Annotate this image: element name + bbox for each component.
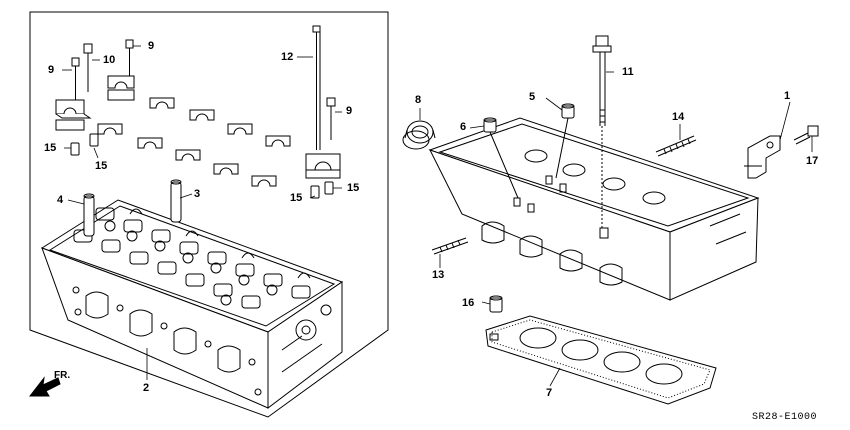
dowel-16 xyxy=(490,296,502,312)
callout-11: 11 xyxy=(622,66,634,78)
sleeves xyxy=(84,180,181,236)
head-gasket xyxy=(486,316,716,404)
cylinder-head xyxy=(42,200,342,408)
front-direction-arrow xyxy=(30,378,60,396)
callout-9-left: 9 xyxy=(48,64,55,76)
grommet xyxy=(403,121,435,149)
callout-15-c: 15 xyxy=(290,192,303,204)
camshaft-holders xyxy=(56,76,340,186)
stud-13 xyxy=(432,238,468,254)
callout-13: 13 xyxy=(432,269,445,281)
callout-6: 6 xyxy=(460,121,467,133)
callout-5: 5 xyxy=(529,91,536,103)
diagram-code: SR28-E1000 xyxy=(752,412,818,423)
bracket xyxy=(744,136,780,178)
dowel-pins xyxy=(71,134,333,198)
callout-17: 17 xyxy=(806,155,819,167)
callout-4: 4 xyxy=(57,194,64,206)
callout-9-right: 9 xyxy=(346,105,353,117)
callout-14: 14 xyxy=(672,111,685,123)
callout-10: 10 xyxy=(103,54,116,66)
stud-14 xyxy=(656,136,696,156)
callout-2: 2 xyxy=(143,382,150,394)
front-direction-label: FR. xyxy=(54,370,71,381)
head-cover-bolt xyxy=(593,36,611,228)
callout-3: 3 xyxy=(194,188,201,200)
callout-7: 7 xyxy=(546,387,553,399)
callout-16: 16 xyxy=(462,297,475,309)
leader-lines xyxy=(62,46,812,386)
callout-1: 1 xyxy=(784,90,791,102)
head-cover xyxy=(430,118,758,300)
callout-12: 12 xyxy=(281,51,294,63)
callout-15-d: 15 xyxy=(347,182,360,194)
cam-cap-bolts xyxy=(72,26,335,150)
callout-8: 8 xyxy=(415,94,422,106)
assembly-boundary-box xyxy=(30,12,388,417)
callout-9-top: 9 xyxy=(148,40,155,52)
callout-15-a: 15 xyxy=(44,142,57,154)
bolt-17 xyxy=(794,126,818,144)
seal-washers xyxy=(484,104,574,198)
callout-15-b: 15 xyxy=(95,160,108,172)
